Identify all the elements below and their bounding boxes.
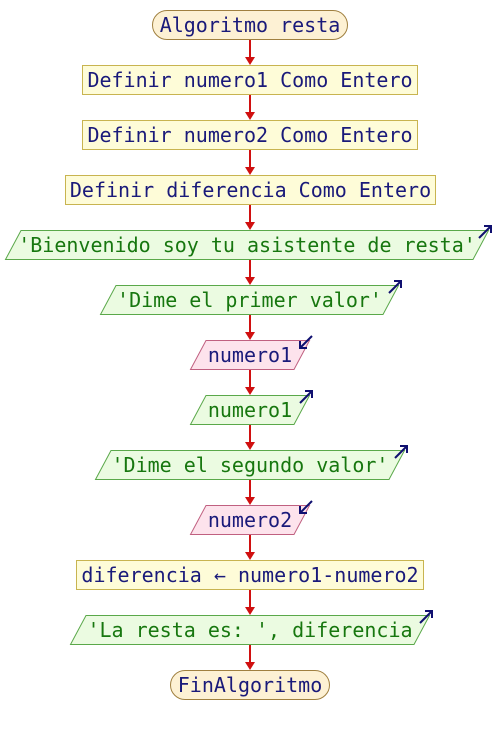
declare-diferencia-step: Definir diferencia Como Entero xyxy=(65,175,436,205)
end-label: FinAlgoritmo xyxy=(177,673,323,697)
input-numero1-text: numero1 xyxy=(207,343,293,367)
declare-numero2-label: Definir numero2 Como Entero xyxy=(87,123,413,147)
connector-arrow xyxy=(245,535,255,560)
output-parallelogram xyxy=(4,230,490,260)
input-arrow-icon xyxy=(299,335,313,349)
connector-arrow xyxy=(245,260,255,285)
output-numero1-text: numero1 xyxy=(207,398,293,422)
input-numero2: numero2 xyxy=(189,500,313,535)
connector-arrow xyxy=(245,40,255,65)
declare-numero2-step: Definir numero2 Como Entero xyxy=(82,120,418,150)
output-parallelogram xyxy=(94,450,406,480)
input-numero2-text: numero2 xyxy=(207,508,293,532)
assign-diferencia-label: diferencia ← numero1-numero2 xyxy=(81,563,419,587)
connector-arrow xyxy=(245,480,255,505)
connector-arrow xyxy=(245,425,255,450)
output-ask-second-text: 'Dime el segundo valor' xyxy=(111,453,389,477)
output-ask-first-value: 'Dime el primer valor' xyxy=(99,280,402,315)
output-arrow-icon xyxy=(388,280,402,294)
end-terminal: FinAlgoritmo xyxy=(170,670,330,700)
output-arrow-icon xyxy=(394,445,408,459)
output-ask-second-value: 'Dime el segundo valor' xyxy=(94,445,408,480)
connector-arrow xyxy=(245,590,255,615)
input-parallelogram xyxy=(189,340,311,370)
output-parallelogram xyxy=(69,615,431,645)
connector-arrow xyxy=(245,315,255,340)
output-parallelogram xyxy=(189,395,311,425)
connector-arrow xyxy=(245,370,255,395)
output-arrow-icon xyxy=(299,390,313,404)
connector-arrow xyxy=(245,205,255,230)
output-parallelogram xyxy=(99,285,400,315)
start-label: Algoritmo resta xyxy=(159,13,341,37)
input-numero1: numero1 xyxy=(189,335,313,370)
output-result-text: 'La resta es: ', diferencia xyxy=(87,618,413,642)
output-numero1: numero1 xyxy=(189,390,313,425)
output-arrow-icon xyxy=(419,610,433,624)
input-arrow-icon xyxy=(299,500,313,514)
output-result: 'La resta es: ', diferencia xyxy=(69,610,433,645)
connector-arrow xyxy=(245,95,255,120)
output-welcome-text: 'Bienvenido soy tu asistente de resta' xyxy=(18,233,476,257)
declare-numero1-step: Definir numero1 Como Entero xyxy=(82,65,418,95)
connector-arrow xyxy=(245,645,255,670)
output-ask-first-text: 'Dime el primer valor' xyxy=(117,288,382,312)
start-terminal: Algoritmo resta xyxy=(152,10,348,40)
output-welcome-message: 'Bienvenido soy tu asistente de resta' xyxy=(4,225,492,260)
input-parallelogram xyxy=(189,505,311,535)
assign-diferencia-step: diferencia ← numero1-numero2 xyxy=(76,560,424,590)
connector-arrow xyxy=(245,150,255,175)
declare-diferencia-label: Definir diferencia Como Entero xyxy=(69,178,432,202)
declare-numero1-label: Definir numero1 Como Entero xyxy=(87,68,413,92)
output-arrow-icon xyxy=(478,225,492,239)
